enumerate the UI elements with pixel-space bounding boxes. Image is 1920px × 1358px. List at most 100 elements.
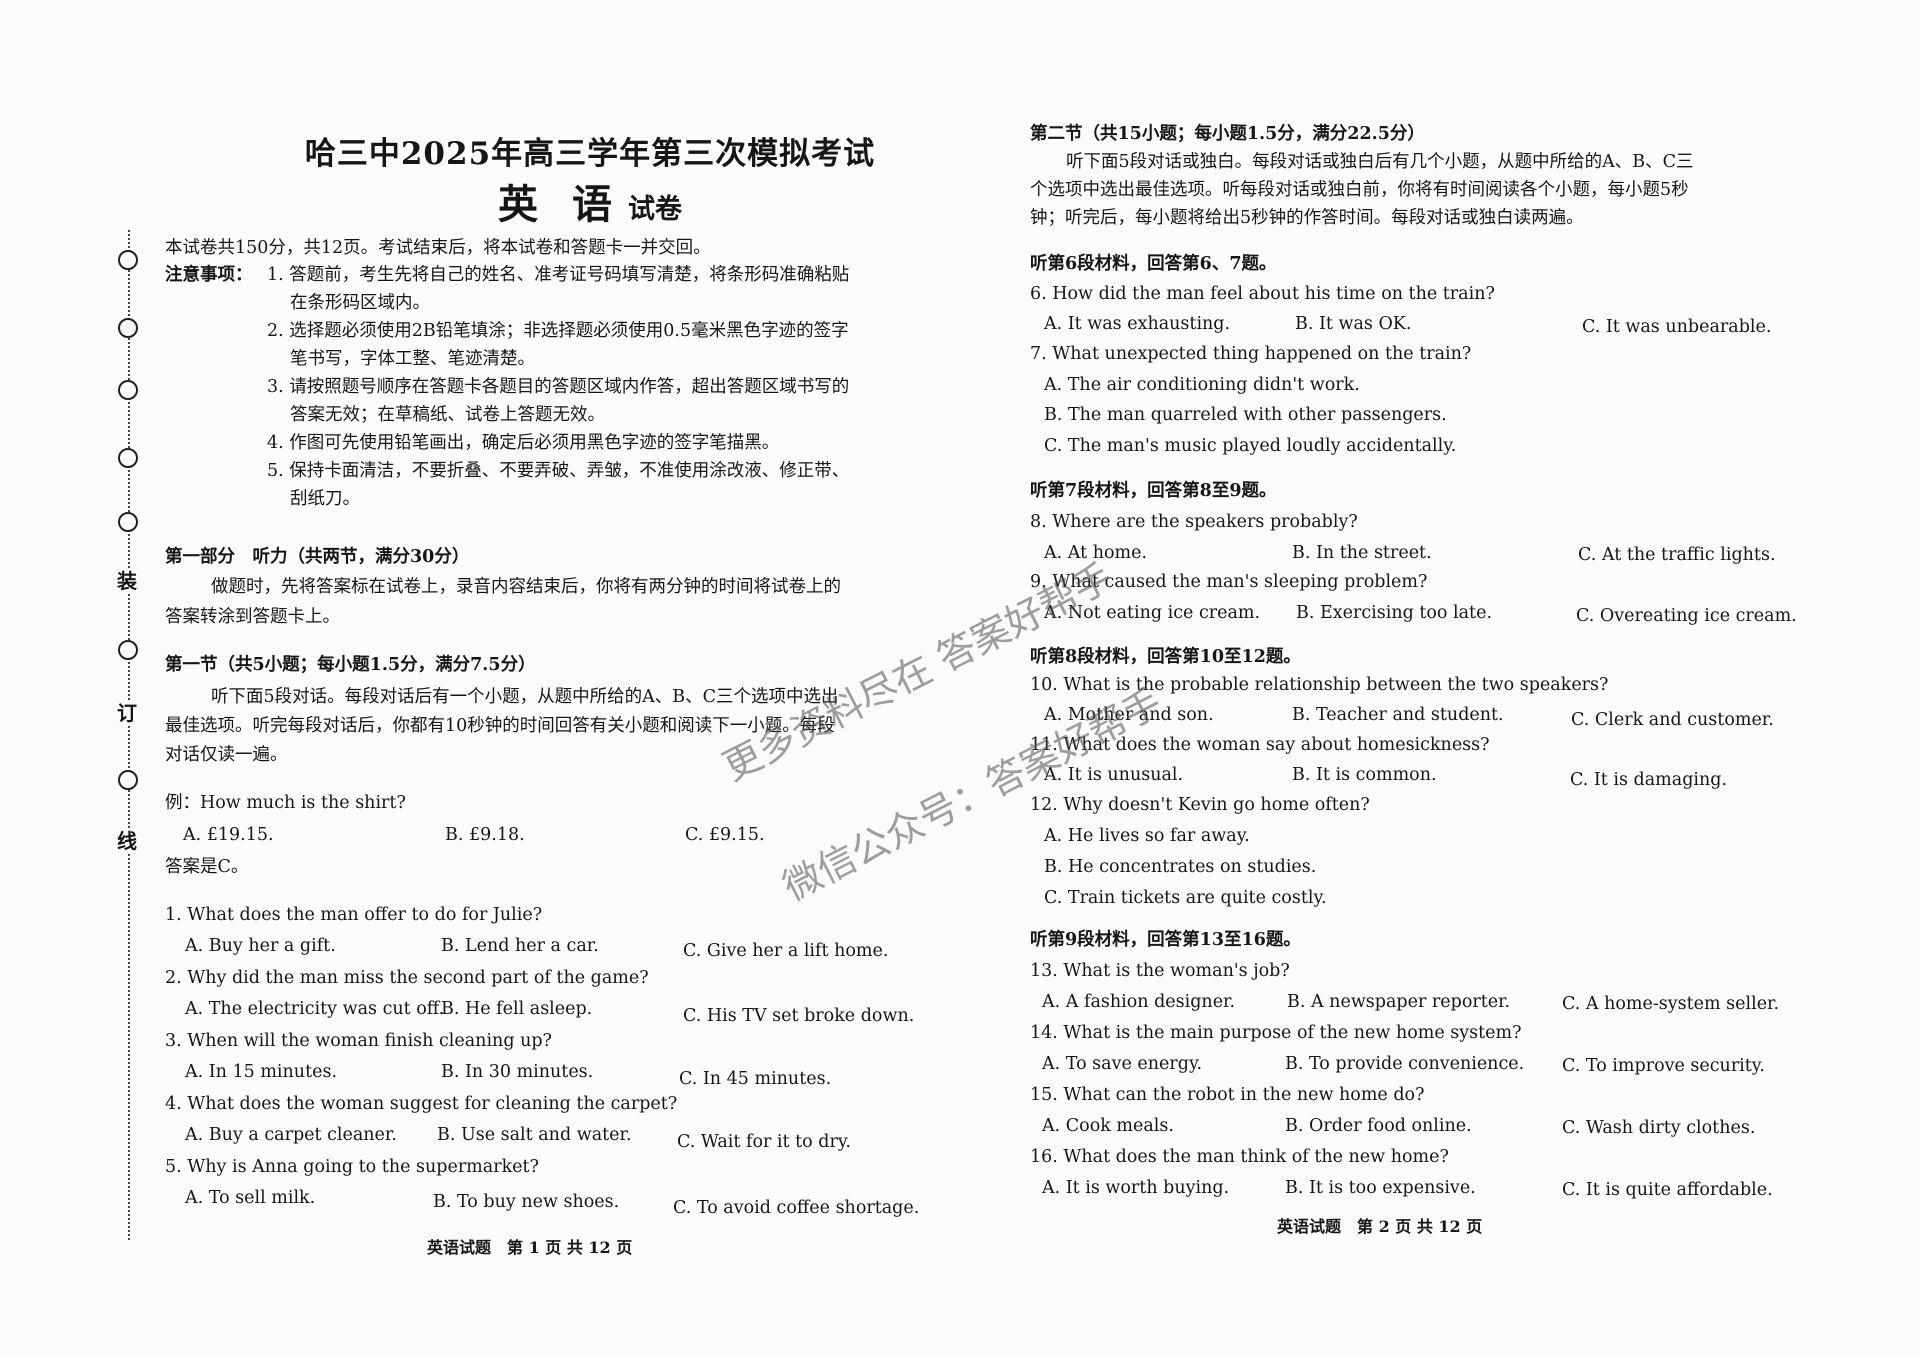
question-14: 14. What is the main purpose of the new …: [1030, 1023, 1522, 1043]
option-9b: B. Exercising too late.: [1296, 603, 1493, 623]
example-option: A. £19.15.: [183, 825, 274, 845]
option-16a: A. It is worth buying.: [1042, 1178, 1230, 1198]
section2-intro: 个选项中选出最佳选项。听每段对话或独白前，你将有时间阅读各个小题，每小题5秒: [1030, 180, 1689, 200]
binding-hole: [118, 448, 138, 468]
option-5b: B. To buy new shoes.: [433, 1192, 620, 1212]
section1-heading: 第一节（共5小题；每小题1.5分，满分7.5分）: [165, 655, 536, 675]
option-1b: B. Lend her a car.: [441, 936, 599, 956]
notice-line: 3. 请按照题号顺序在答题卡各题目的答题区域内作答，超出答题区域书写的: [267, 377, 850, 397]
question-4: 4. What does the woman suggest for clean…: [165, 1094, 678, 1114]
material-label-9: 听第9段材料，回答第13至16题。: [1030, 930, 1301, 950]
binding-margin: 装 订 线: [112, 230, 148, 1240]
option-2b: B. He fell asleep.: [441, 999, 593, 1019]
option-6a: A. It was exhausting.: [1044, 314, 1231, 334]
section2-intro: 钟；听完后，每小题将给出5秒钟的作答时间。每段对话或独白读两遍。: [1030, 208, 1584, 228]
binding-hole: [118, 640, 138, 660]
binding-hole: [118, 770, 138, 790]
option-13b: B. A newspaper reporter.: [1287, 992, 1511, 1012]
option-11c: C. It is damaging.: [1570, 770, 1728, 790]
option-4c: C. Wait for it to dry.: [677, 1132, 851, 1152]
binding-char-xian: 线: [117, 829, 137, 853]
option-11a: A. It is unusual.: [1044, 765, 1184, 785]
option-1c: C. Give her a lift home.: [683, 941, 889, 961]
material-label-8: 听第8段材料，回答第10至12题。: [1030, 647, 1301, 667]
option-5c: C. To avoid coffee shortage.: [673, 1198, 920, 1218]
option-15b: B. Order food online.: [1285, 1116, 1472, 1136]
notice-line: 刮纸刀。: [290, 489, 360, 509]
example-answer: 答案是C。: [165, 857, 249, 877]
question-6: 6. How did the man feel about his time o…: [1030, 284, 1495, 304]
option-10c: C. Clerk and customer.: [1571, 710, 1774, 730]
exam-intro: 本试卷共150分，共12页。考试结束后，将本试卷和答题卡一并交回。: [165, 238, 711, 258]
question-16: 16. What does the man think of the new h…: [1030, 1147, 1449, 1167]
option-13c: C. A home-system seller.: [1562, 994, 1780, 1014]
notice-line: 在条形码区域内。: [290, 293, 430, 313]
notice-line: 4. 作图可先使用铅笔画出，确定后必须用黑色字迹的签字笔描黑。: [267, 433, 780, 453]
option-13a: A. A fashion designer.: [1042, 992, 1236, 1012]
question-7: 7. What unexpected thing happened on the…: [1030, 344, 1472, 364]
part1-intro: 答案转涂到答题卡上。: [165, 607, 340, 627]
exam-title: 哈三中2025年高三学年第三次模拟考试: [304, 136, 876, 172]
option-16c: C. It is quite affordable.: [1562, 1180, 1773, 1200]
section1-intro: 对话仅读一遍。: [165, 745, 288, 765]
option-8b: B. In the street.: [1292, 543, 1432, 563]
notice-line: 答案无效；在草稿纸、试卷上答题无效。: [290, 405, 605, 425]
question-11: 11. What does the woman say about homesi…: [1030, 735, 1490, 755]
page-footer-2: 英语试题 第 2 页 共 12 页: [1277, 1217, 1483, 1236]
option-15a: A. Cook meals.: [1042, 1116, 1174, 1136]
option-12a: A. He lives so far away.: [1044, 826, 1250, 846]
question-9: 9. What caused the man's sleeping proble…: [1030, 572, 1428, 592]
example-option: B. £9.18.: [445, 825, 525, 845]
binding-hole: [118, 512, 138, 532]
part1-intro: 做题时，先将答案标在试卷上，录音内容结束后，你将有两分钟的时间将试卷上的: [211, 577, 841, 597]
option-3b: B. In 30 minutes.: [441, 1062, 594, 1082]
material-label-6: 听第6段材料，回答第6、7题。: [1030, 254, 1277, 274]
question-15: 15. What can the robot in the new home d…: [1030, 1085, 1425, 1105]
binding-hole: [118, 318, 138, 338]
option-15c: C. Wash dirty clothes.: [1562, 1118, 1756, 1138]
option-2a: A. The electricity was cut off.: [185, 999, 445, 1019]
question-13: 13. What is the woman's job?: [1030, 961, 1290, 981]
option-4a: A. Buy a carpet cleaner.: [185, 1125, 397, 1145]
material-label-7: 听第7段材料，回答第8至9题。: [1030, 481, 1277, 501]
option-8c: C. At the traffic lights.: [1578, 545, 1776, 565]
option-10a: A. Mother and son.: [1044, 705, 1214, 725]
option-12c: C. Train tickets are quite costly.: [1044, 888, 1327, 908]
binding-hole: [118, 250, 138, 270]
question-12: 12. Why doesn't Kevin go home often?: [1030, 795, 1370, 815]
option-9a: A. Not eating ice cream.: [1044, 603, 1261, 623]
option-14a: A. To save energy.: [1042, 1054, 1203, 1074]
option-2c: C. His TV set broke down.: [683, 1006, 915, 1026]
option-6b: B. It was OK.: [1295, 314, 1412, 334]
subject-name: 英 语: [498, 181, 622, 228]
example-question: 例：How much is the shirt?: [165, 793, 406, 813]
option-4b: B. Use salt and water.: [437, 1125, 632, 1145]
section1-intro: 最佳选项。听完每段对话后，你都有10秒钟的时间回答有关小题和阅读下一小题。每段: [165, 716, 835, 736]
page-footer-1: 英语试题 第 1 页 共 12 页: [427, 1238, 633, 1257]
question-1: 1. What does the man offer to do for Jul…: [165, 905, 543, 925]
option-14c: C. To improve security.: [1562, 1056, 1765, 1076]
option-7a: A. The air conditioning didn't work.: [1044, 375, 1360, 395]
option-6c: C. It was unbearable.: [1582, 317, 1772, 337]
option-7c: C. The man's music played loudly acciden…: [1044, 436, 1457, 456]
notice-label: 注意事项：: [165, 265, 253, 285]
part1-heading: 第一部分 听力（共两节，满分30分）: [165, 547, 470, 567]
question-8: 8. Where are the speakers probably?: [1030, 512, 1358, 532]
option-3c: C. In 45 minutes.: [679, 1069, 832, 1089]
option-16b: B. It is too expensive.: [1285, 1178, 1476, 1198]
binding-line: [128, 230, 130, 1240]
option-8a: A. At home.: [1044, 543, 1148, 563]
section2-intro: 听下面5段对话或独白。每段对话或独白后有几个小题，从题中所给的A、B、C三: [1066, 152, 1694, 172]
option-7b: B. The man quarreled with other passenge…: [1044, 405, 1447, 425]
option-3a: A. In 15 minutes.: [185, 1062, 338, 1082]
option-5a: A. To sell milk.: [185, 1188, 316, 1208]
binding-hole: [118, 380, 138, 400]
option-14b: B. To provide convenience.: [1285, 1054, 1525, 1074]
option-1a: A. Buy her a gift.: [185, 936, 336, 956]
notice-line: 笔书写，字体工整、笔迹清楚。: [290, 349, 535, 369]
notice-line: 1. 答题前，考生先将自己的姓名、准考证号码填写清楚，将条形码准确粘贴: [267, 265, 850, 285]
question-10: 10. What is the probable relationship be…: [1030, 675, 1609, 695]
section2-heading: 第二节（共15小题；每小题1.5分，满分22.5分）: [1030, 124, 1425, 144]
question-5: 5. Why is Anna going to the supermarket?: [165, 1157, 539, 1177]
option-11b: B. It is common.: [1292, 765, 1437, 785]
